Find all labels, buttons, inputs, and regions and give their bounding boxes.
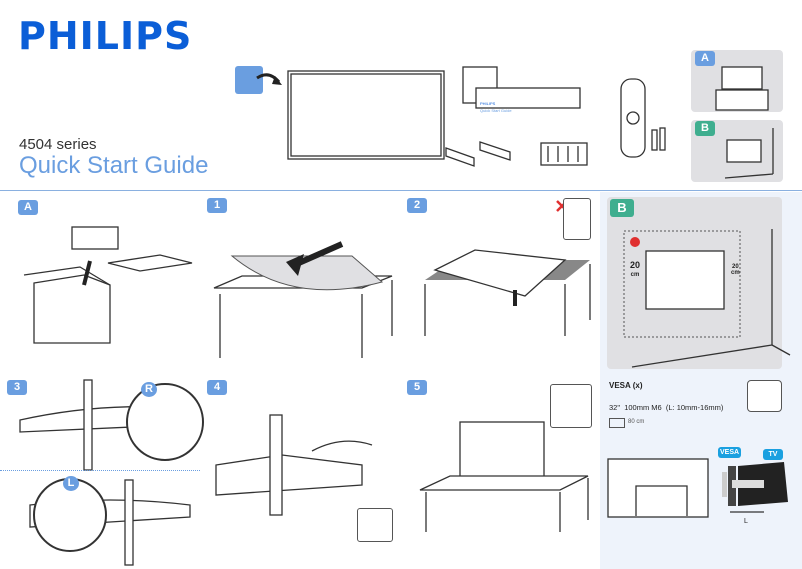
- screw-fastening-illustration: [215, 414, 373, 516]
- series-label: 4504 series: [19, 136, 97, 153]
- vesa-spec: 100mm M6: [624, 403, 662, 412]
- left-clearance-unit: cm: [630, 272, 640, 278]
- open-box-illustration: [23, 226, 193, 344]
- tv-illustration: [287, 70, 445, 160]
- wall-clearance-illustration: [623, 229, 791, 368]
- step-b-badge: B: [610, 199, 634, 217]
- remote-control-illustration: [620, 78, 666, 158]
- step-3-badge: 3: [7, 380, 27, 395]
- foam-on-table-illustration: [213, 241, 393, 358]
- step-2-badge: 2: [407, 198, 427, 213]
- left-clearance-value: 20: [630, 260, 641, 270]
- booklet-illustration: [462, 66, 581, 109]
- screw-length-label: L: [744, 518, 748, 525]
- step-4-badge: 4: [207, 380, 227, 395]
- booklet-brand: PHILIPS: [480, 101, 496, 106]
- viewing-distance: 80 cm: [628, 419, 645, 425]
- page-title: Quick Start Guide: [19, 152, 209, 179]
- step-1-badge: 1: [207, 198, 227, 213]
- screw-depth-illustration: [722, 462, 788, 513]
- vesa-heading: VESA (x): [609, 381, 643, 390]
- tv-tag: TV: [763, 449, 783, 460]
- distance-icon: [609, 418, 625, 428]
- option-a-badge: A: [695, 51, 715, 66]
- step-5-badge: 5: [407, 380, 427, 395]
- stand-attach-right-illustration: [19, 379, 204, 471]
- vesa-tag: VESA: [718, 447, 742, 458]
- stand-feet-illustration: [445, 141, 511, 167]
- right-clearance-unit: cm: [731, 270, 740, 276]
- tv-size: 32": [609, 403, 621, 412]
- no-bare-table-icon: [563, 198, 591, 240]
- philips-logo: PHILIPS: [18, 14, 193, 58]
- screws-illustration: [540, 142, 588, 166]
- two-person-lift-icon: [747, 380, 782, 412]
- tv-on-wall-illustration: [724, 128, 774, 179]
- tv-face-down-illustration: [424, 249, 591, 336]
- section-divider: [0, 190, 802, 191]
- option-b-badge: B: [695, 121, 715, 136]
- step-a-badge: A: [18, 200, 38, 215]
- unbox-icon: [235, 66, 263, 94]
- screw-tightness-icon: [357, 508, 393, 542]
- right-clearance-value: 20: [731, 264, 739, 270]
- screw-length: (L: 10mm-16mm): [665, 403, 724, 412]
- tv-on-stand-illustration: [715, 66, 769, 111]
- stand-orientation-icon: [550, 384, 592, 428]
- vesa-spec-row: 32" 100mm M6 (L: 10mm-16mm): [609, 403, 723, 412]
- tv-standing-on-table-illustration: [419, 421, 589, 532]
- left-clearance: 20 cm: [630, 261, 640, 279]
- left-foot-badge: L: [63, 476, 79, 491]
- stand-attach-left-illustration: [29, 478, 191, 566]
- unbox-arrow-icon: [256, 73, 282, 85]
- right-foot-badge: R: [141, 382, 157, 397]
- tv-back-illustration: [607, 458, 709, 518]
- booklet-title: Quick Start Guide: [480, 108, 512, 113]
- step-3-dotted-divider: [0, 470, 200, 471]
